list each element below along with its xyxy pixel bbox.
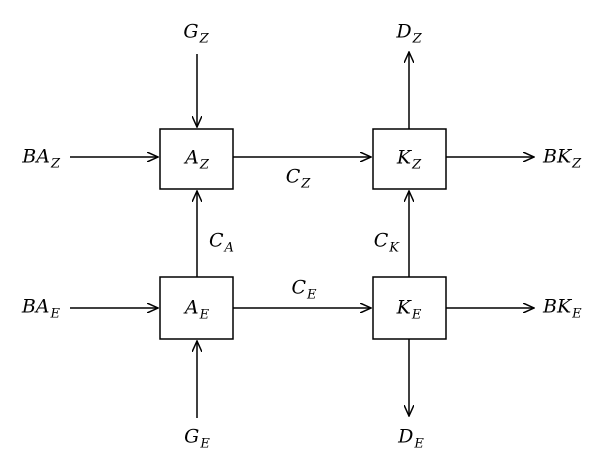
output-label-d-e: DE xyxy=(398,425,424,452)
flow-label-c-a: CA xyxy=(209,229,234,256)
output-label-bk-z: BKZ xyxy=(543,145,582,172)
node-label-a-z: AZ xyxy=(185,146,209,173)
flow-label-c-z: CZ xyxy=(285,165,311,192)
output-label-d-z: DZ xyxy=(396,20,422,47)
box-k-z xyxy=(372,128,447,190)
flow-label-c-k: CK xyxy=(373,229,399,256)
box-a-z xyxy=(159,128,234,190)
input-label-g-e: GE xyxy=(184,425,210,452)
node-label-a-e: AE xyxy=(184,296,210,323)
output-label-bk-e: BKE xyxy=(543,295,582,322)
node-label-k-e: KE xyxy=(396,296,422,323)
input-label-g-z: GZ xyxy=(183,20,209,47)
flow-label-c-e: CE xyxy=(291,276,317,303)
input-label-ba-z: BAZ xyxy=(22,145,60,172)
node-label-k-z: KZ xyxy=(396,146,422,173)
input-label-ba-e: BAE xyxy=(21,295,60,322)
